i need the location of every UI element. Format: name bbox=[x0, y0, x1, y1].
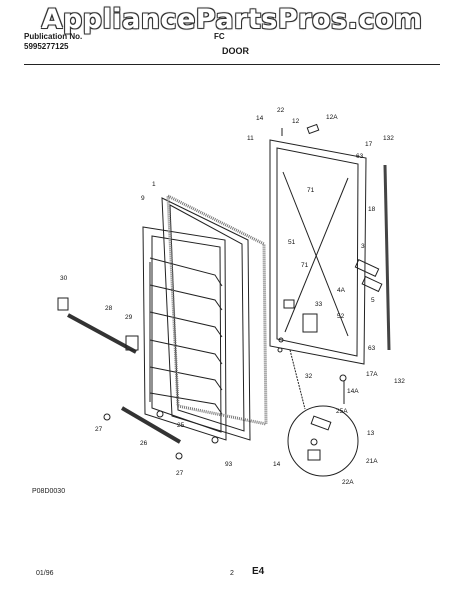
watermark: AppliancePartsPros.com bbox=[41, 4, 423, 35]
callout-30: 30 bbox=[60, 275, 68, 282]
callout-28: 28 bbox=[105, 305, 113, 312]
callout-14a: 14A bbox=[347, 388, 359, 395]
callout-71-mid: 71 bbox=[301, 262, 309, 269]
callout-18: 18 bbox=[368, 206, 376, 213]
callout-25a: 25A bbox=[336, 408, 348, 415]
callout-52: 52 bbox=[337, 313, 345, 320]
callout-labels: 22 14 12 12A 11 17 132 63 1 9 71 18 51 3… bbox=[60, 107, 405, 486]
callout-132-bottom: 132 bbox=[394, 378, 405, 385]
callout-21a: 21A bbox=[366, 458, 378, 465]
callout-26: 26 bbox=[140, 440, 148, 447]
callout-4a: 4A bbox=[337, 287, 346, 294]
callout-93: 93 bbox=[225, 461, 233, 468]
callout-51: 51 bbox=[288, 239, 296, 246]
callout-9: 9 bbox=[141, 195, 145, 202]
model-prefix: FC bbox=[214, 32, 225, 41]
footer-date: 01/96 bbox=[36, 570, 54, 577]
callout-13: 13 bbox=[367, 430, 375, 437]
callout-22: 22 bbox=[277, 107, 285, 114]
callout-63-bottom: 63 bbox=[368, 345, 376, 352]
door-liner bbox=[142, 226, 227, 441]
callout-12a: 12A bbox=[326, 114, 338, 121]
publication-label: Publication No. bbox=[24, 32, 83, 41]
callout-25: 25 bbox=[177, 422, 185, 429]
footer-code: E4 bbox=[252, 566, 265, 577]
callout-32: 32 bbox=[305, 373, 313, 380]
callout-1: 1 bbox=[152, 181, 156, 188]
header-rule bbox=[24, 64, 440, 65]
callout-29: 29 bbox=[125, 314, 133, 321]
callout-3: 3 bbox=[361, 243, 365, 250]
callout-132-top: 132 bbox=[383, 135, 394, 142]
callout-5: 5 bbox=[371, 297, 375, 304]
callout-11: 11 bbox=[247, 135, 254, 142]
callout-17a: 17A bbox=[366, 371, 378, 378]
callout-14-detail: 14 bbox=[273, 461, 281, 468]
callout-22a: 22A bbox=[342, 479, 354, 486]
callout-27-bottom: 27 bbox=[176, 470, 184, 477]
callout-71-top: 71 bbox=[307, 187, 315, 194]
footer-page: 2 bbox=[230, 570, 234, 577]
door-outer-panel bbox=[269, 139, 367, 365]
callout-14: 14 bbox=[256, 115, 264, 122]
section-title: DOOR bbox=[222, 46, 249, 56]
diagram-code: P08D0030 bbox=[32, 488, 66, 495]
callout-17: 17 bbox=[365, 141, 373, 148]
callout-63-top: 63 bbox=[356, 153, 364, 160]
callout-33: 33 bbox=[315, 301, 323, 308]
door-gasket bbox=[161, 197, 251, 441]
callout-27-left: 27 bbox=[95, 426, 103, 433]
publication-number: 5995277125 bbox=[24, 42, 69, 51]
callout-12: 12 bbox=[292, 118, 300, 125]
